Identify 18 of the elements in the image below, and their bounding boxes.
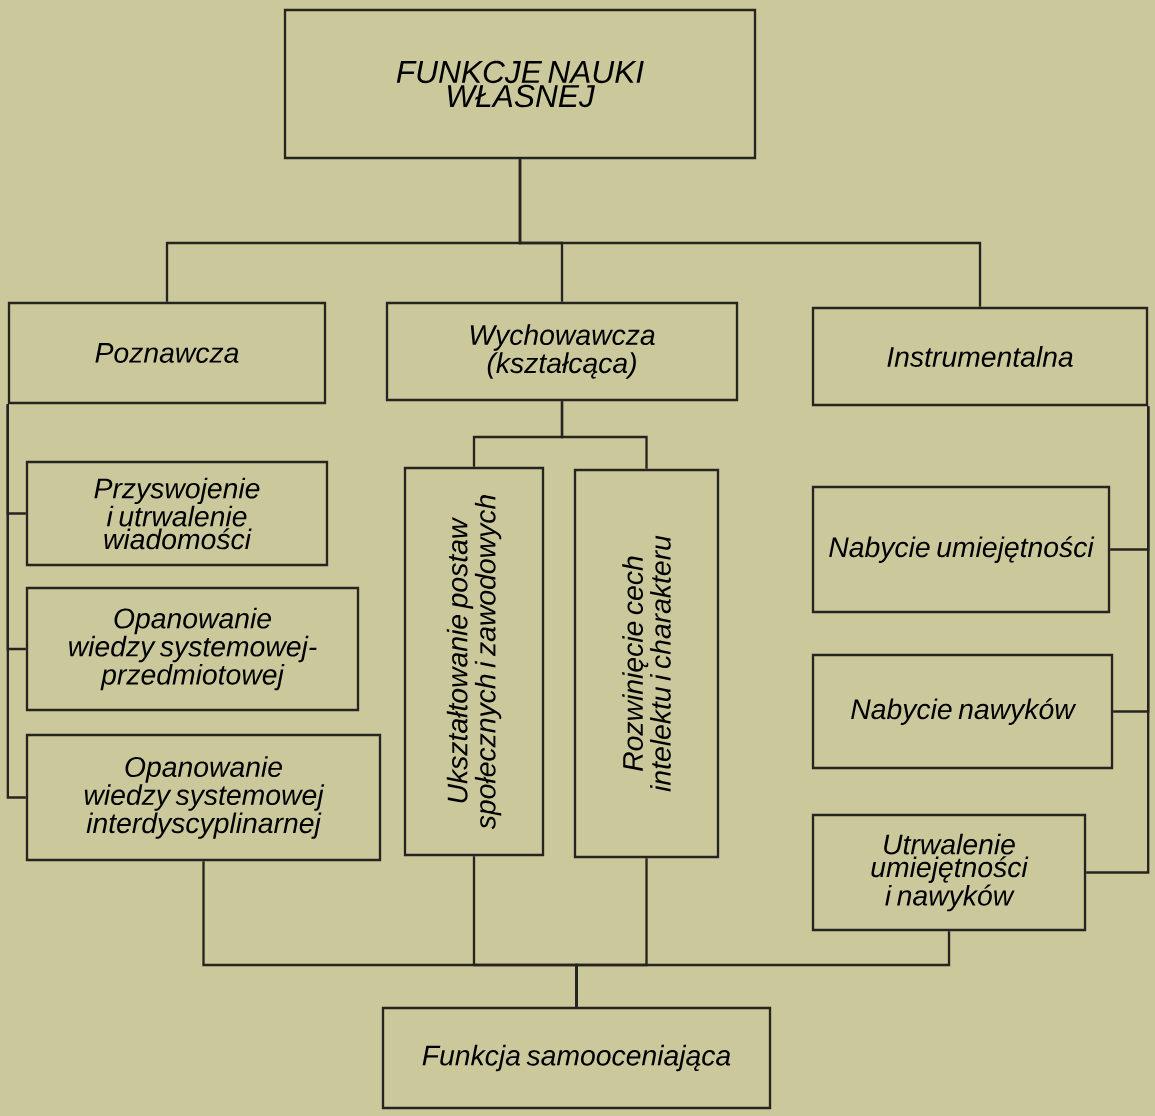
function-box: Nabycie nawyków [811, 653, 1114, 770]
function-box: Przyswojenie i utrwalenie wiadomości [25, 460, 329, 567]
connector-line [575, 931, 951, 1007]
function-box: Utrwalenie umiejętności i nawyków [811, 813, 1087, 932]
function-box: Nabycie umiejętności [811, 485, 1111, 614]
connector-line [560, 401, 648, 469]
function-box: Opanowanie wiedzy systemowej interdyscyplinarnej [25, 733, 382, 862]
function-box: Opanowanie wiedzy systemowej-przedmiotowej [25, 586, 360, 712]
function-box: Instrumentalna [811, 306, 1149, 407]
function-box: Wychowawcza (kształcąca) [385, 301, 739, 402]
function-box: Poznawcza [7, 301, 327, 405]
function-box: Funkcja samooceniająca [381, 1006, 772, 1110]
function-box: FUNKCJE NAUKI WŁASNEJ [283, 8, 757, 160]
connector-line [1086, 406, 1150, 874]
function-box: Ukształtowanie postaw społecznych i zawodowych [403, 466, 545, 857]
connector-line [518, 159, 982, 307]
function-box: Rozwinięcie cech intelektu i charakteru [573, 468, 720, 859]
connector-line [6, 404, 26, 799]
